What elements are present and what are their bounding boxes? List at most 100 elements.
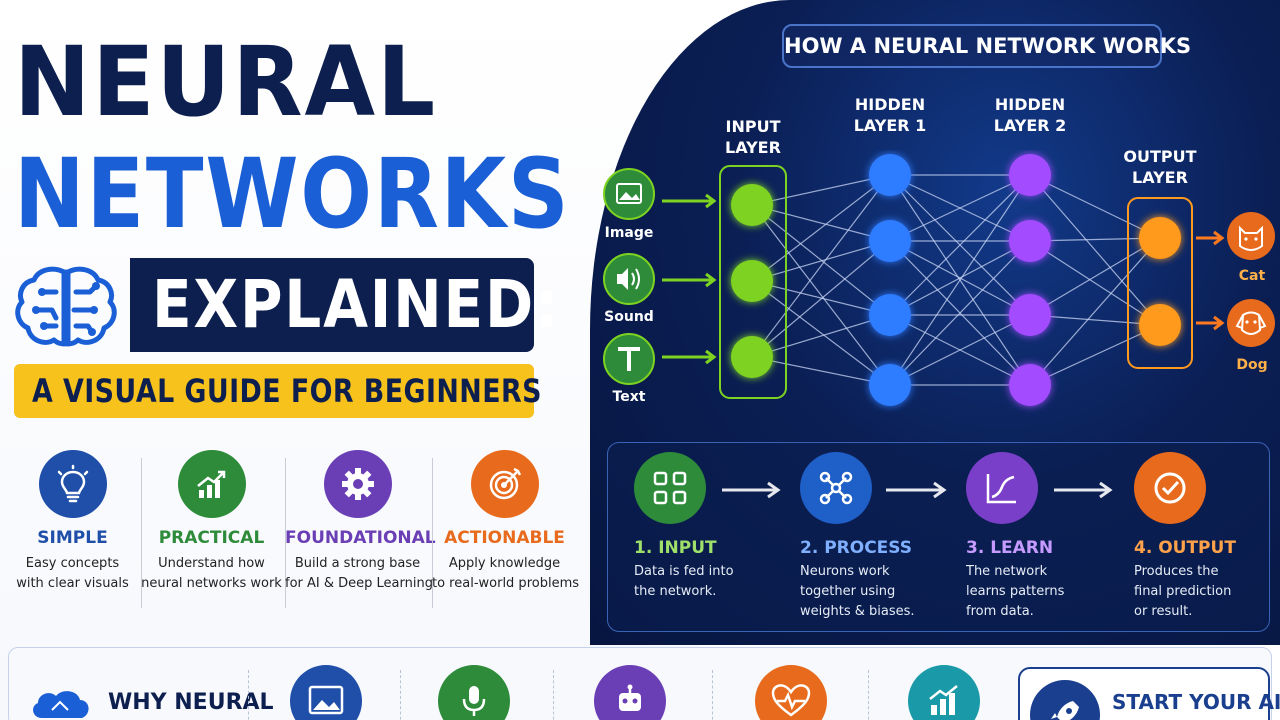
hidden1-neuron [869,154,911,196]
divider [868,670,869,720]
diagram-header: HOW A NEURAL NETWORK WORKS [782,24,1191,68]
gear-icon [323,450,392,518]
label-line: LAYER [1132,168,1188,187]
input-label-image: Image [604,225,654,241]
connection-line [751,174,891,206]
step-title: 2. PROCESS [800,538,913,558]
output-layer-label: OUTPUT LAYER [1120,146,1200,188]
feature-practical: PRACTICAL Understand how neural networks… [139,450,284,594]
step-title: 1. INPUT [634,538,717,558]
connection-line [751,280,891,316]
step-arrow [886,481,947,499]
connection-line [889,174,1031,386]
hidden2-neuron [1009,220,1051,262]
microphone-icon [438,665,510,720]
feature-desc-line-1: Apply knowledge [448,556,561,571]
connection-line [751,240,891,358]
step-arrows [722,481,1113,499]
output-neuron [1139,304,1181,346]
subtitle-banner [14,364,534,418]
neurons [731,154,1181,406]
divider [432,458,433,608]
feature-desc-line-2: for AI & Deep Learning [285,576,433,591]
title-line-3: EXPLAINED: [152,266,560,343]
label-line: LAYER 1 [853,116,927,135]
check-icon [1134,452,1206,524]
connection-line [1029,314,1161,326]
hidden1-neuron [869,364,911,406]
hidden2-neuron [1009,154,1051,196]
brain-circuit-icon [15,266,117,347]
connection-line [1029,174,1161,326]
text-input-icon [603,333,655,385]
feature-desc-line-1: Easy concepts [25,556,120,571]
input-neuron [731,336,773,378]
robot-icon [594,665,666,720]
hidden-layer-1-label: HIDDEN LAYER 1 [850,94,930,136]
left-background [0,0,700,720]
bar-chart-icon [908,665,980,720]
step-line: weights & biases. [800,604,915,619]
feature-desc-line-2: with clear visuals [16,576,129,591]
label-line: OUTPUT [1123,147,1197,166]
heart-pulse-icon [755,665,827,720]
network-icon [800,452,872,524]
label-line: HIDDEN [854,95,926,114]
output-arrows [1196,230,1225,331]
connection-line [751,314,891,358]
step-process: 2. PROCESS Neurons work together using w… [800,452,970,622]
divider [285,458,286,608]
step-output: 4. OUTPUT Produces the final prediction … [1134,452,1280,622]
explained-banner [130,258,534,352]
step-line: Produces the [1134,564,1219,579]
target-icon [470,450,539,518]
input-layer-frame [719,165,787,399]
subtitle: A VISUAL GUIDE FOR BEGINNERS [32,372,542,410]
label-line: INPUT [725,117,781,136]
step-line: or result. [1134,604,1193,619]
connection-line [889,174,1031,242]
feature-name: SIMPLE [37,528,108,548]
step-line: the network. [634,584,717,599]
connection-line [751,204,891,242]
connection-line [889,240,1031,386]
step-line: Neurons work [800,564,890,579]
feature-desc-line-1: Understand how [158,556,265,571]
output-label-cat: Cat [1238,268,1266,284]
feature-desc-line-2: neural networks work [141,576,282,591]
input-label-sound: Sound [604,309,654,325]
connection-line [751,174,891,358]
cat-output-icon [1227,212,1275,260]
cloud-brain-icon [33,691,89,718]
hidden2-neuron [1009,294,1051,336]
connection-line [751,280,891,386]
connection-line [751,204,891,386]
title-line-1: NEURAL [14,26,438,138]
network-diagram [603,154,1275,406]
input-layer-label: INPUT LAYER [718,116,788,158]
sound-input-icon [603,253,655,305]
connection-line [1029,324,1161,386]
why-label: WHY NEURAL [108,690,274,715]
step-title: 3. LEARN [966,538,1054,558]
image-icon [290,665,362,720]
input-neuron [731,184,773,226]
step-arrow [1054,481,1113,499]
step-line: Data is fed into [634,564,734,579]
step-line: final prediction [1134,584,1232,599]
feature-desc-line-2: to real-world problems [432,576,579,591]
lightbulb-icon [38,450,107,518]
step-line: learns patterns [966,584,1065,599]
connection-line [1029,237,1161,386]
feature-actionable: ACTIONABLE Apply knowledge to real-world… [432,450,579,594]
start-label: START YOUR AI [1112,690,1280,714]
divider [400,670,401,720]
connection-line [889,174,1031,316]
feature-foundational: FOUNDATIONAL Build a strong base for AI … [285,450,436,594]
connection-line [1029,237,1161,316]
hidden-layer-2-label: HIDDEN LAYER 2 [990,94,1070,136]
label-line: LAYER [725,138,781,157]
hidden2-neuron [1009,364,1051,406]
divider [553,670,554,720]
input-neuron [731,260,773,302]
